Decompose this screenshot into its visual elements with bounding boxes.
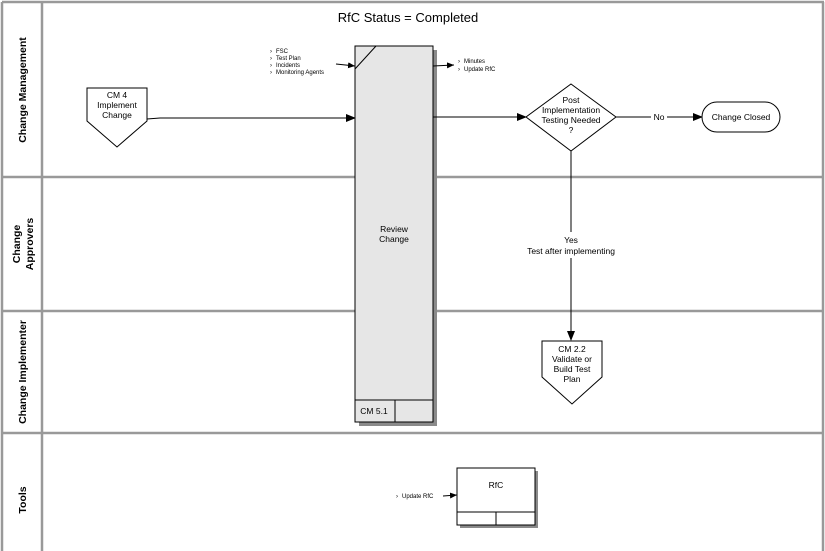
- input-item: ›: [270, 70, 272, 76]
- output-item: ›: [458, 67, 460, 73]
- edge-label-test-after-implementing: Test after implementing: [527, 246, 615, 256]
- input-item-label: Incidents: [276, 63, 300, 69]
- decision-line4: ?: [569, 125, 574, 135]
- lane-label-change-implementer: Change Implementer: [17, 320, 29, 424]
- change-closed-label: Change Closed: [712, 112, 771, 122]
- review-change-process[interactable]: Review Change CM 5.1: [354, 45, 437, 426]
- lane-label-change-approvers-line1: Change: [11, 225, 23, 264]
- edge-cm4-to-review: [146, 114, 356, 122]
- cm22-line4: Plan: [563, 374, 580, 384]
- tool-input-item: ›: [396, 494, 398, 500]
- input-item-label: Monitoring Agents: [276, 70, 324, 76]
- change-closed-terminator[interactable]: Change Closed: [701, 101, 781, 133]
- output-item-label: Minutes: [464, 59, 485, 65]
- cm4-line2: Implement: [97, 100, 137, 110]
- input-item: ›: [270, 49, 272, 55]
- cm22-line2: Validate or: [552, 354, 592, 364]
- review-line2: Change: [379, 234, 409, 244]
- decision-line1: Post: [562, 95, 580, 105]
- cm22-line3: Build Test: [554, 364, 591, 374]
- cm4-offpage-reference[interactable]: CM 4 Implement Change: [86, 87, 148, 148]
- edge-review-to-outputs: [432, 62, 455, 69]
- cm22-line1: CM 2.2: [558, 344, 586, 354]
- diagram-title: RfC Status = Completed: [338, 10, 479, 25]
- output-item-label: Update RfC: [464, 67, 496, 73]
- tool-inputs-list: › Update RfC: [396, 494, 434, 500]
- review-line1: Review: [380, 224, 409, 234]
- rfc-label: RfC: [489, 480, 504, 490]
- output-item: ›: [458, 59, 460, 65]
- cm4-line1: CM 4: [107, 90, 128, 100]
- review-id-label: CM 5.1: [360, 406, 388, 416]
- input-item: ›: [270, 63, 272, 69]
- input-item-label: FSC: [276, 49, 289, 55]
- input-item: ›: [270, 56, 272, 62]
- tool-input-item-label: Update RfC: [402, 494, 434, 500]
- cm22-offpage-reference[interactable]: CM 2.2 Validate or Build Test Plan: [541, 340, 603, 405]
- review-outputs-list: › Minutes › Update RfC: [458, 59, 496, 73]
- cm4-line3: Change: [102, 110, 132, 120]
- rfc-tool-box[interactable]: RfC: [456, 467, 538, 528]
- lane-label-change-management: Change Management: [17, 37, 29, 143]
- input-item-label: Test Plan: [276, 56, 301, 62]
- edge-inputs-to-review: [335, 62, 356, 69]
- edge-label-yes: Yes: [564, 235, 578, 245]
- review-corner-line: [354, 45, 377, 70]
- decision-line2: Implementation: [542, 105, 600, 115]
- decision-line3: Testing Needed: [541, 115, 600, 125]
- edge-label-no: No: [654, 112, 665, 122]
- post-implementation-testing-decision[interactable]: Post Implementation Testing Needed ?: [525, 83, 617, 152]
- edge-tool-input-to-rfc: [442, 492, 458, 499]
- lane-label-tools: Tools: [17, 486, 29, 513]
- review-inputs-list: › FSC › Test Plan › Incidents › Monitori…: [270, 49, 324, 76]
- lane-label-change-approvers-line2: Approvers: [24, 218, 36, 271]
